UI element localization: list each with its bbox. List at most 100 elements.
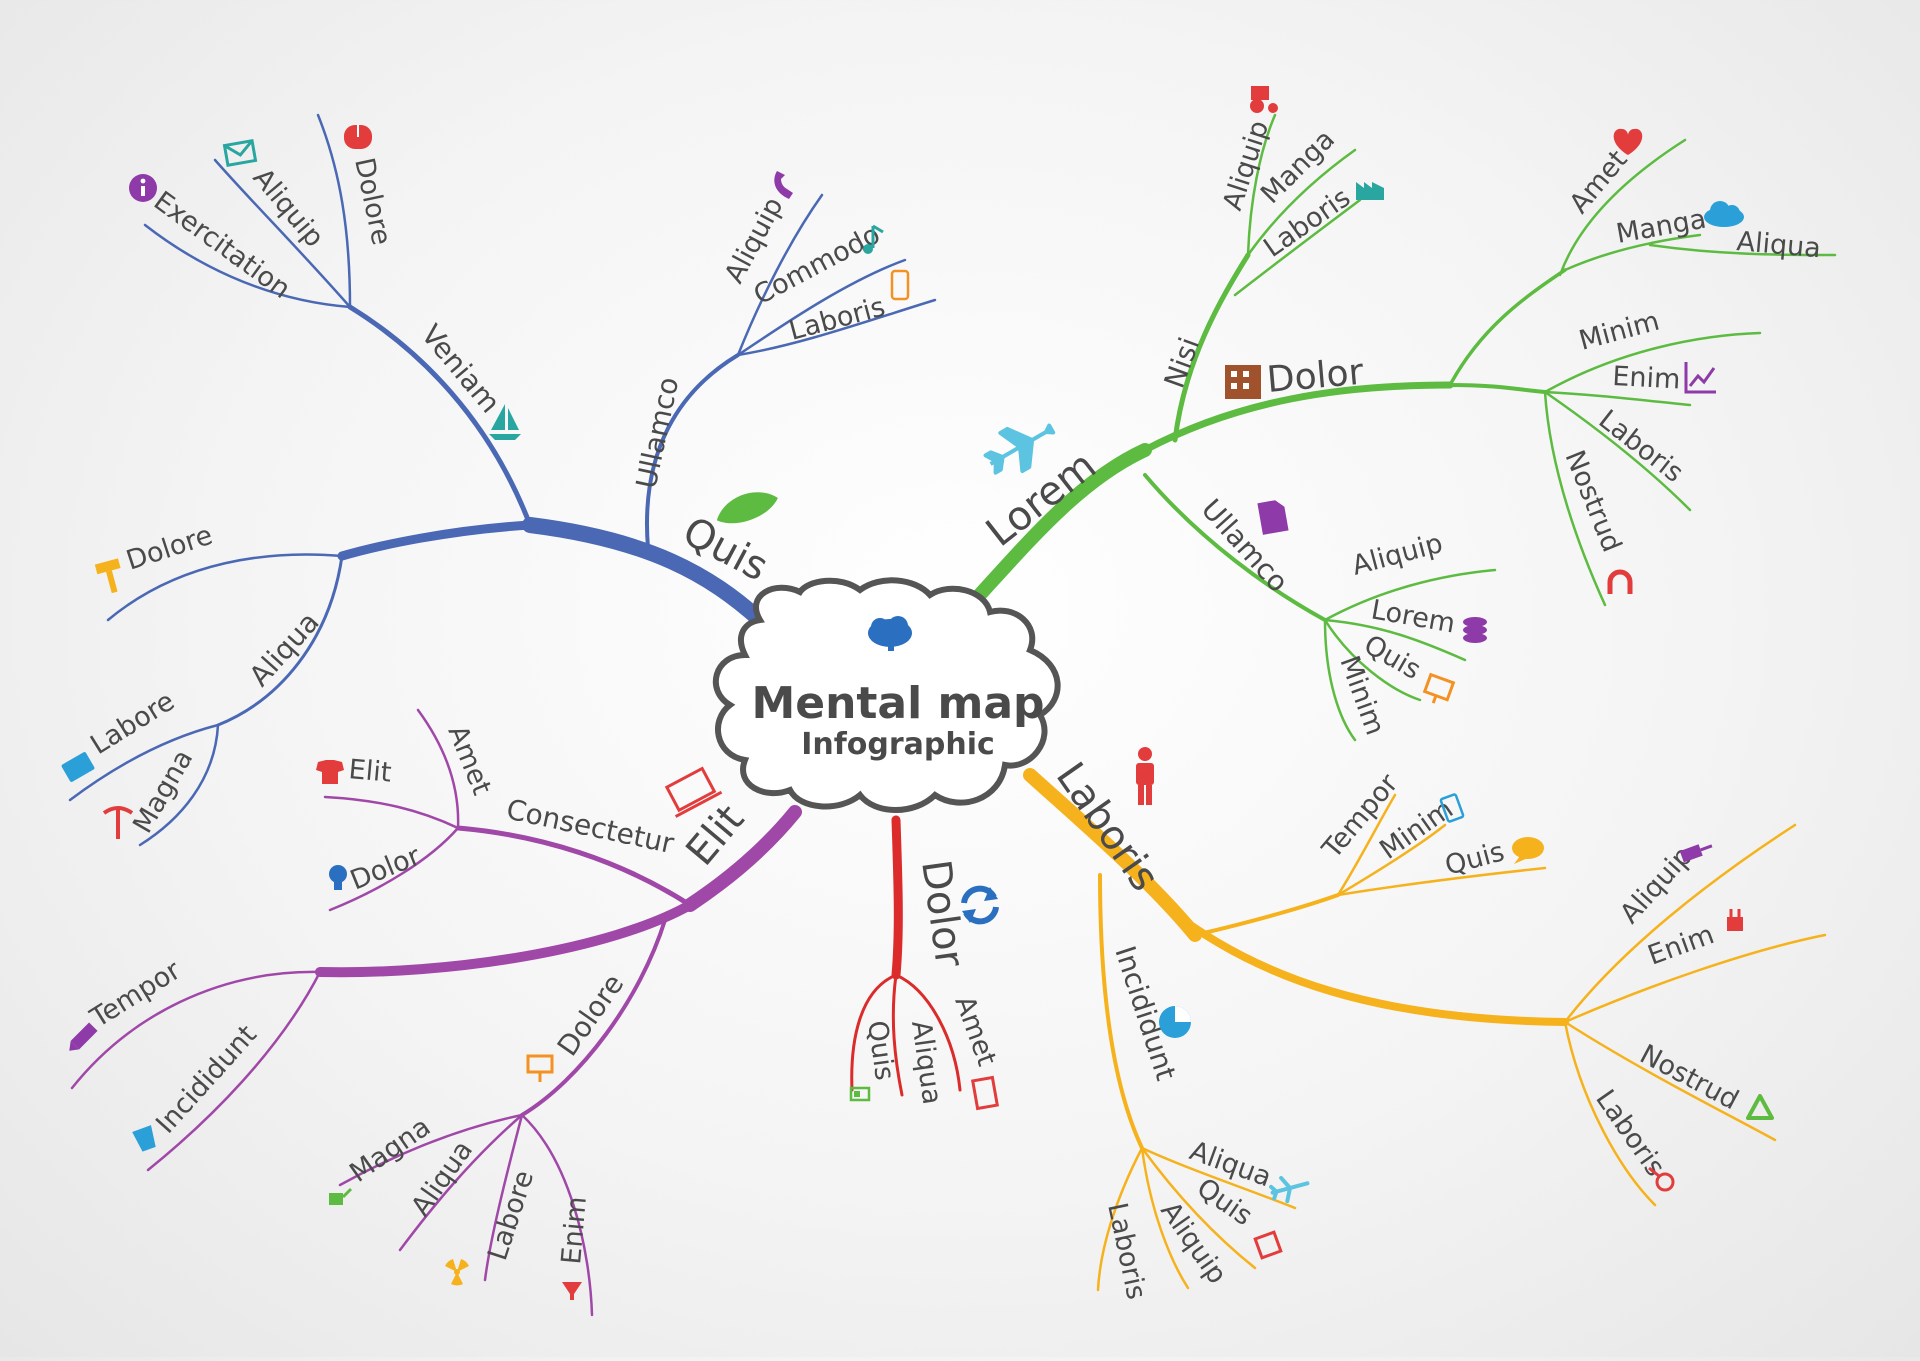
- branch-lorem-dolor-ext: [1448, 383, 1547, 394]
- label-dolor-nostrud: Nostrud: [1559, 446, 1628, 557]
- bucket-icon: [132, 1125, 156, 1152]
- center-cloud: [712, 577, 1061, 813]
- branch-incididunt-a: [1140, 1146, 1297, 1210]
- phone-icon: [774, 171, 793, 199]
- label-dolor-laboris: Laboris: [1593, 404, 1689, 489]
- branch-dolor-trunk: [891, 815, 903, 980]
- label-dolor-amet: Amet: [1564, 144, 1634, 219]
- label-elit-magna: Magna: [344, 1111, 436, 1188]
- branch-dolor-a: [850, 973, 898, 1092]
- label-consectetur-dolor: Dolor: [346, 840, 426, 896]
- label-ullamco-laboris: Laboris: [786, 291, 889, 346]
- music-note-icon: [863, 224, 884, 254]
- key-icon: [1648, 1166, 1675, 1192]
- sailboat-icon: [489, 404, 521, 440]
- label-dolor-manga: Manga: [1614, 204, 1709, 250]
- tractor-icon: [1250, 86, 1278, 113]
- branch-incididunt: [1098, 873, 1144, 1150]
- radiation-icon: [445, 1259, 469, 1286]
- branch-dolor-up-a: [1558, 138, 1687, 277]
- label-quis-ullamco: Ullamco: [630, 374, 686, 491]
- label-dolor-amet: Amet: [948, 992, 1002, 1070]
- branch-consectetur-a: [416, 708, 460, 830]
- label-laboris-laboris: Laboris: [1589, 1084, 1671, 1182]
- hammer-icon: [94, 558, 121, 594]
- branch-laboris-right-c: [1563, 1020, 1777, 1142]
- square-icon: [1253, 1230, 1283, 1260]
- label-consectetur: Consectetur: [504, 793, 678, 861]
- branch-laboris-upper-c: [1336, 866, 1547, 897]
- label-incididunt-laboris: Laboris: [1101, 1200, 1152, 1302]
- label-laboris-enim: Enim: [1644, 919, 1718, 971]
- refresh-icon: [961, 885, 999, 925]
- label-dolor: Dolor: [912, 857, 973, 970]
- branch-dolor-minim: [1543, 331, 1762, 394]
- recycle-icon: [1746, 1094, 1774, 1120]
- plug-icon: [1727, 909, 1743, 931]
- branch-laboris-right-b: [1563, 933, 1827, 1024]
- label-elit-labore: Labore: [482, 1167, 540, 1264]
- label-ullamco-aliquip-g: Aliquip: [1349, 528, 1446, 582]
- branch-elit-incididunt: [146, 970, 322, 1172]
- label-consectetur-elit: Elit: [347, 754, 392, 789]
- pickaxe-icon: [102, 806, 134, 839]
- branch-laboris-main: [1166, 906, 1569, 1026]
- brain-icon: [868, 616, 912, 651]
- branch-incididunt-d: [1096, 1146, 1144, 1292]
- branch-dolor-up-b: [1563, 233, 1702, 272]
- branch-consectetur-c: [328, 826, 460, 912]
- branch-laboris-right-d: [1563, 1020, 1657, 1207]
- battery-icon: [849, 1086, 871, 1102]
- label-dolor-aliqua: Aliqua: [905, 1019, 947, 1107]
- branch-elit-dolore-b: [398, 1113, 524, 1252]
- branch-aliqua: [216, 554, 344, 727]
- label-nisi: Nisi: [1158, 333, 1206, 392]
- branch-elit-main: [315, 900, 695, 978]
- book-icon: [970, 1075, 1000, 1111]
- label-aliqua-magna: Magna: [127, 745, 199, 839]
- branch-lorem-ullamco: [1143, 473, 1327, 622]
- smartphone-icon: [890, 269, 910, 301]
- branch-quis-ullamco-c: [736, 298, 937, 357]
- label-dolor-aliqua: Aliqua: [1735, 226, 1822, 264]
- branch-veniam: [347, 304, 533, 528]
- center-title: Mental map: [751, 678, 1044, 729]
- label-elit-tempor: Tempor: [84, 954, 186, 1034]
- tablet-icon: [1439, 793, 1465, 823]
- branch-laboris-upper-a: [1336, 793, 1397, 897]
- branch-incididunt-c: [1140, 1146, 1190, 1290]
- branch-laboris-right-a: [1563, 823, 1797, 1024]
- building-icon: [1225, 365, 1261, 399]
- watering-can-icon: [329, 1187, 353, 1205]
- branch-elit-tempor: [70, 970, 322, 1090]
- heart-icon: [1613, 128, 1643, 155]
- branch-dolor-nostrud: [1543, 390, 1607, 607]
- center-node[interactable]: Mental map Infographic: [712, 577, 1061, 813]
- branch-lorem: Lorem Nisi Dolor Ullamco Aliquip Manga L…: [968, 86, 1837, 742]
- branch-dolor: Dolor Quis Aliqua Amet: [849, 815, 1002, 1111]
- presentation-icon: [1422, 672, 1456, 704]
- branch-veniam-a: [316, 113, 352, 309]
- person-icon: [1136, 747, 1154, 805]
- info-icon: [129, 174, 157, 202]
- branch-laboris-upper-b: [1336, 823, 1447, 897]
- branch-lorem-ullamco-b: [1323, 618, 1467, 662]
- speech-bubble-icon: [1512, 837, 1544, 864]
- branch-incididunt-b: [1140, 1146, 1257, 1270]
- pencil-icon: [69, 1022, 98, 1051]
- branch-nisi-a: [1246, 113, 1277, 257]
- branch-nisi-c: [1233, 198, 1362, 297]
- branch-dolor-c: [894, 973, 962, 1092]
- branch-quis-trunk: [522, 517, 768, 628]
- branch-dolor-b: [891, 973, 904, 1097]
- chart-icon: [1684, 362, 1716, 394]
- branch-elit-trunk: [683, 805, 802, 912]
- label-lorem-dolor: Dolor: [1265, 352, 1365, 401]
- branch-veniam-c: [143, 223, 352, 309]
- database-icon: [1463, 617, 1487, 643]
- label-elit-enim: Enim: [556, 1195, 593, 1265]
- branch-aliqua-a: [106, 553, 344, 622]
- airplane-icon: [983, 423, 1056, 475]
